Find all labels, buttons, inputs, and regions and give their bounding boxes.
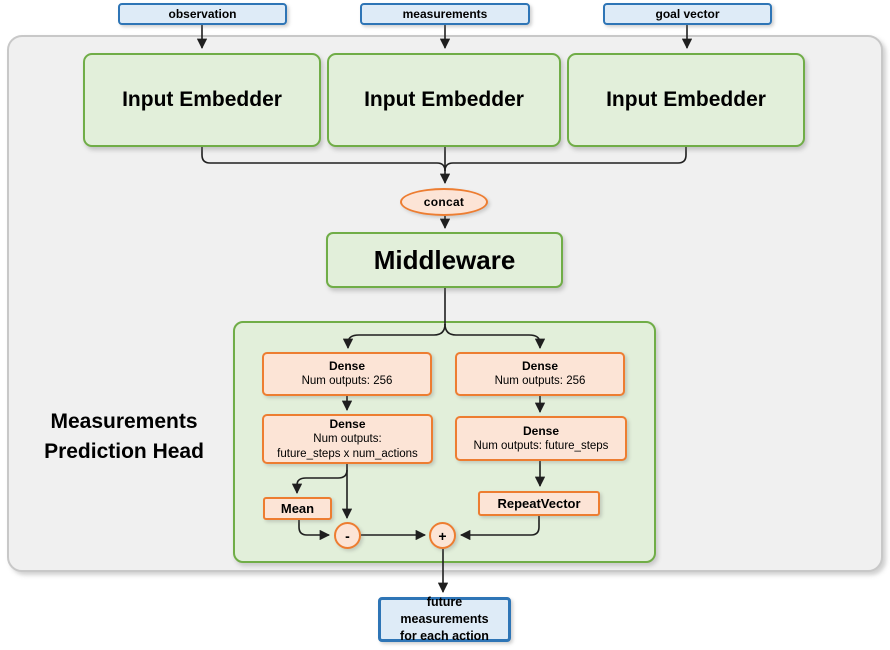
input-box-measurements: measurements bbox=[360, 3, 530, 25]
dense-left-2-sub2: future_steps x num_actions bbox=[277, 447, 418, 460]
output-box: future measurements for each action bbox=[378, 595, 511, 643]
input-embedder-3: Input Embedder bbox=[567, 53, 805, 147]
repeat-vector-label: RepeatVector bbox=[497, 496, 581, 511]
dense-left-2-sub1: Num outputs: bbox=[313, 432, 382, 445]
input-label-goal-vector: goal vector bbox=[655, 7, 720, 21]
dense-left-1-sub: Num outputs: 256 bbox=[301, 375, 393, 387]
dense-left-2: Dense Num outputs: future_steps x num_ac… bbox=[262, 414, 433, 464]
minus-glyph: - bbox=[345, 527, 350, 544]
middleware-label: Middleware bbox=[373, 244, 516, 275]
input-box-goal-vector: goal vector bbox=[603, 3, 772, 25]
output-label-line2: for each action bbox=[400, 629, 489, 643]
prediction-head-title-line2: Prediction Head bbox=[44, 440, 204, 463]
input-embedder-2: Input Embedder bbox=[327, 53, 561, 147]
mean-label: Mean bbox=[280, 501, 315, 516]
input-embedder-2-label: Input Embedder bbox=[364, 88, 524, 111]
output-label-line1: future measurements bbox=[400, 595, 489, 626]
concat-label: concat bbox=[423, 195, 465, 209]
dense-left-1-title: Dense bbox=[328, 359, 366, 373]
prediction-head-title-line1: Measurements bbox=[50, 410, 198, 433]
dense-right-1-sub: Num outputs: 256 bbox=[494, 375, 586, 387]
middleware-box: Middleware bbox=[326, 232, 563, 288]
dense-right-2: Dense Num outputs: future_steps bbox=[455, 416, 627, 461]
dense-right-2-sub: Num outputs: future_steps bbox=[473, 439, 609, 452]
input-label-observation: observation bbox=[168, 7, 237, 21]
input-box-observation: observation bbox=[118, 3, 287, 25]
minus-operator: - bbox=[334, 522, 361, 549]
dense-right-1-title: Dense bbox=[521, 359, 559, 373]
input-embedder-1-label: Input Embedder bbox=[122, 88, 282, 111]
input-label-measurements: measurements bbox=[402, 7, 488, 21]
repeat-vector-box: RepeatVector bbox=[478, 491, 600, 516]
plus-glyph: + bbox=[438, 527, 447, 544]
dense-left-2-title: Dense bbox=[329, 416, 366, 431]
plus-operator: + bbox=[429, 522, 456, 549]
input-embedder-1: Input Embedder bbox=[83, 53, 321, 147]
mean-box: Mean bbox=[263, 497, 332, 520]
dense-left-1: Dense Num outputs: 256 bbox=[262, 352, 432, 396]
dense-right-2-title: Dense bbox=[522, 423, 560, 438]
dense-right-1: Dense Num outputs: 256 bbox=[455, 352, 625, 396]
input-embedder-3-label: Input Embedder bbox=[606, 88, 766, 111]
concat-node: concat bbox=[400, 188, 488, 216]
prediction-head-title: Measurements Prediction Head bbox=[24, 407, 224, 467]
